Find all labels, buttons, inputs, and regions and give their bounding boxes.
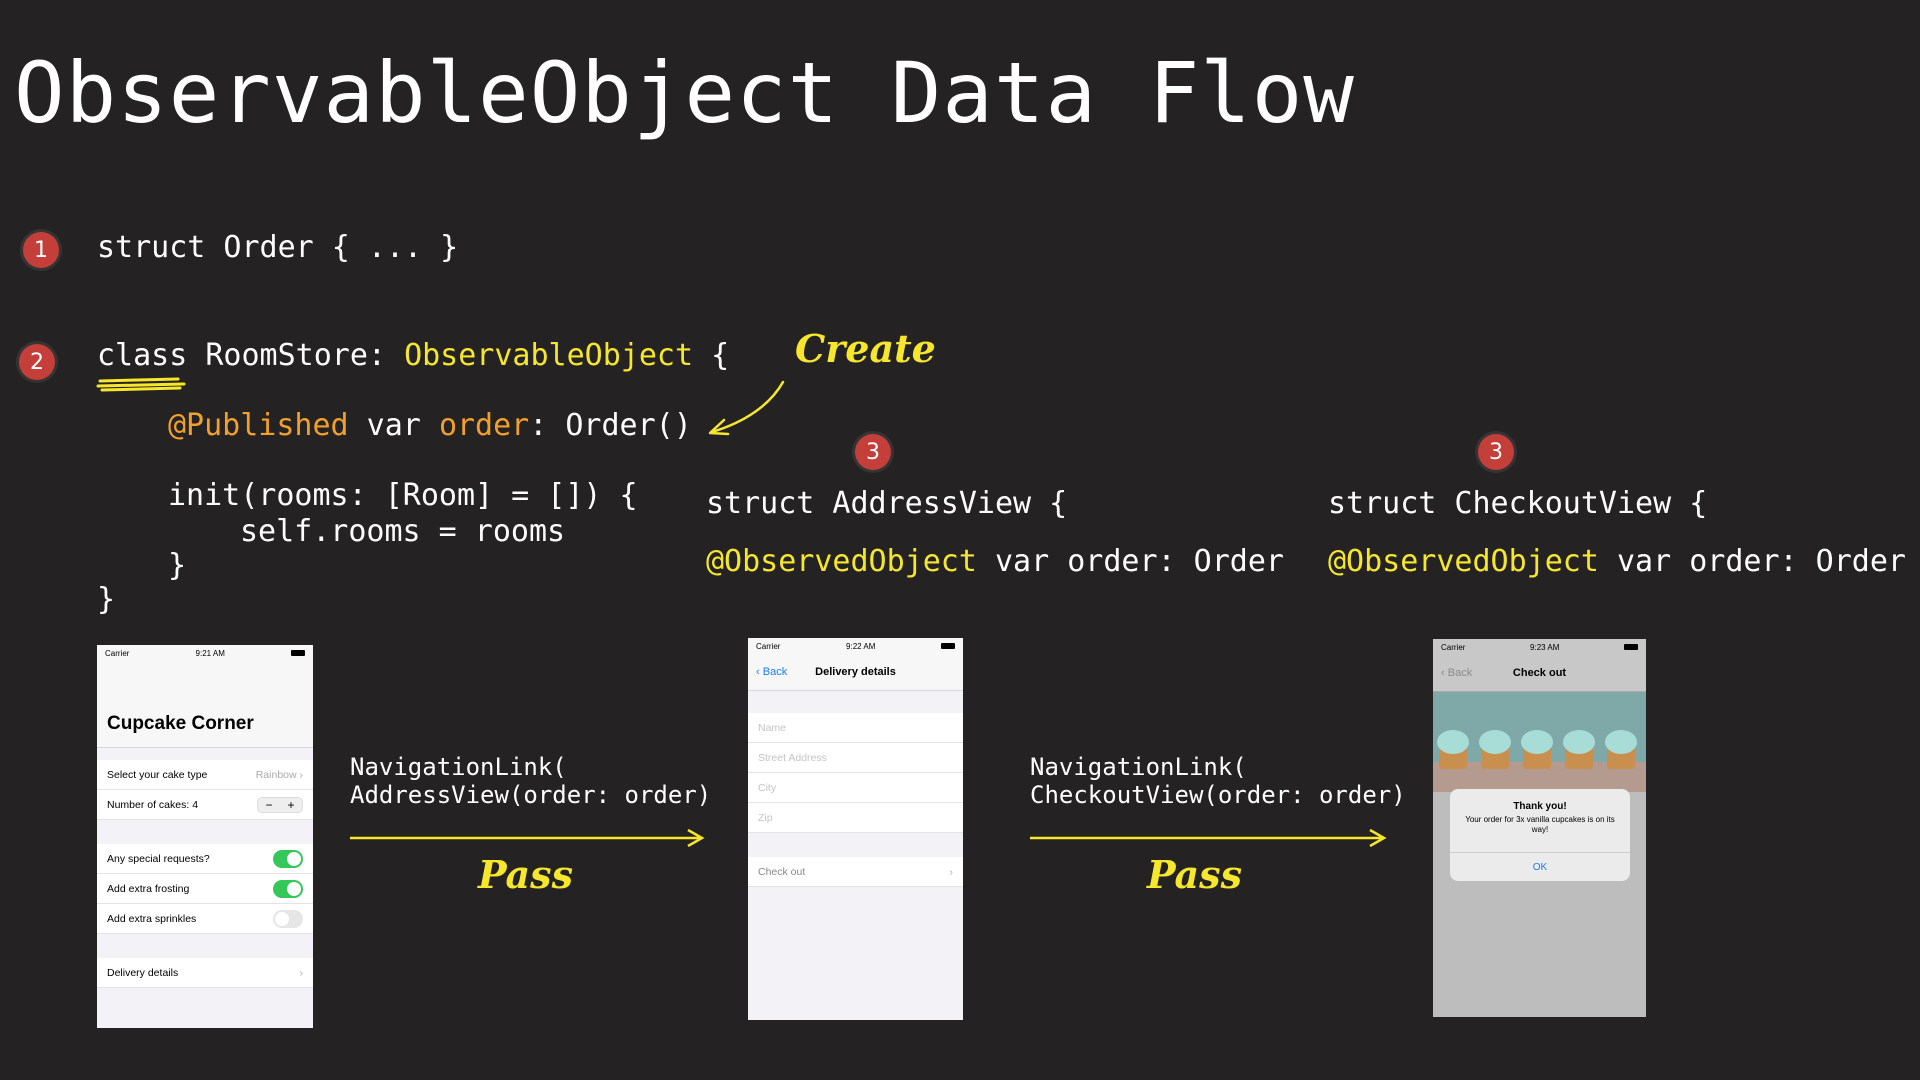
cakes-count-label: Number of cakes: 4 <box>107 798 199 811</box>
cake-type-value: Rainbow › <box>255 768 303 781</box>
large-title: Cupcake Corner <box>97 661 313 748</box>
battery-icon <box>1624 644 1638 650</box>
pass-arrow-2 <box>1030 828 1387 848</box>
navigation-link-address: NavigationLink( AddressView(order: order… <box>350 753 712 809</box>
step-badge-2: 2 <box>19 344 55 380</box>
init-line: init(rooms: [Room] = []) { <box>168 478 638 513</box>
pass-arrow-1 <box>350 828 705 848</box>
cakes-count-row: Number of cakes: 4 −+ <box>97 790 313 820</box>
published-property-name: order <box>438 408 530 443</box>
cakes-stepper[interactable]: −+ <box>257 796 303 813</box>
status-bar: Carrier 9:22 AM <box>748 638 963 654</box>
carrier-label: Carrier <box>1441 642 1466 652</box>
create-annotation: Create <box>795 326 936 371</box>
class-name: RoomStore: <box>187 338 405 373</box>
carrier-label: Carrier <box>756 641 781 651</box>
slide-title: ObservableObject Data Flow <box>14 44 1355 142</box>
alert-ok-button[interactable]: OK <box>1450 852 1630 881</box>
time-label: 9:22 AM <box>846 641 876 651</box>
back-button[interactable]: ‹ Back <box>1441 667 1473 679</box>
special-requests-row: Any special requests? <box>97 844 313 874</box>
pass-annotation-1: Pass <box>478 852 573 897</box>
carrier-label: Carrier <box>105 648 130 658</box>
nav-title: Check out <box>1512 667 1567 679</box>
frosting-row: Add extra frosting <box>97 874 313 904</box>
order-struct-line: struct Order { ... } <box>97 230 459 265</box>
phone-delivery-details: Carrier 9:22 AM ‹ Back Delivery details … <box>748 638 963 1020</box>
sprinkles-row: Add extra sprinkles <box>97 904 313 934</box>
observed-attribute: @ObservedObject <box>1328 544 1599 579</box>
delivery-details-label: Delivery details <box>107 966 179 979</box>
sprinkles-label: Add extra sprinkles <box>107 912 197 925</box>
published-line: @Published var order: Order() <box>168 408 692 444</box>
chevron-right-icon: › <box>949 865 954 878</box>
checkoutview-observed-line: @ObservedObject var order: Order <box>1328 544 1906 580</box>
addressview-struct-line: struct AddressView { <box>706 486 1068 521</box>
observed-var: var order: Order <box>976 544 1284 579</box>
self-assign-line: self.rooms = rooms <box>240 514 566 549</box>
checkout-row[interactable]: Check out › <box>748 857 963 887</box>
alert-dialog: Thank you! Your order for 3x vanilla cup… <box>1450 789 1630 881</box>
nav-title: Delivery details <box>815 666 896 678</box>
checkout-label: Check out <box>758 865 806 878</box>
pass-annotation-2: Pass <box>1147 852 1242 897</box>
cupcakes-image <box>1433 692 1646 792</box>
status-bar: Carrier 9:23 AM <box>1433 639 1646 655</box>
special-requests-toggle[interactable] <box>273 849 303 868</box>
observable-protocol: ObservableObject <box>404 338 694 373</box>
create-arrow <box>708 380 785 436</box>
alert-message: Your order for 3x vanilla cupcakes is on… <box>1465 815 1615 834</box>
class-open-brace: { <box>693 338 730 373</box>
step-badge-3-address: 3 <box>855 434 891 470</box>
chevron-right-icon: › <box>299 966 304 979</box>
back-button[interactable]: ‹ Back <box>756 666 788 678</box>
published-type: : Order() <box>529 408 692 443</box>
zip-field[interactable]: Zip <box>748 803 963 833</box>
plus-icon[interactable]: + <box>287 797 295 812</box>
status-bar: Carrier 9:21 AM <box>97 645 313 661</box>
special-requests-label: Any special requests? <box>107 852 210 865</box>
cake-type-label: Select your cake type <box>107 768 208 781</box>
checkoutview-struct-line: struct CheckoutView { <box>1328 486 1708 521</box>
published-attribute: @Published <box>168 408 349 443</box>
class-keyword: class <box>97 338 188 373</box>
navigation-bar: ‹ Back Check out <box>1433 655 1646 692</box>
cake-type-row[interactable]: Select your cake type Rainbow › <box>97 760 313 790</box>
name-field[interactable]: Name <box>748 713 963 743</box>
step-badge-3-checkout: 3 <box>1478 434 1514 470</box>
phone-check-out: Carrier 9:23 AM ‹ Back Check out Thank y… <box>1433 639 1646 1017</box>
navigation-link-checkout: NavigationLink( CheckoutView(order: orde… <box>1030 753 1406 809</box>
battery-icon <box>291 650 305 656</box>
observed-var: var order: Order <box>1598 544 1906 579</box>
roomstore-class-line: class RoomStore: ObservableObject { <box>97 338 729 374</box>
sprinkles-toggle[interactable] <box>273 909 303 928</box>
addressview-observed-line: @ObservedObject var order: Order <box>706 544 1284 580</box>
class-underline-scribble <box>96 377 186 392</box>
navigation-bar: ‹ Back Delivery details <box>748 654 963 691</box>
class-close-brace: } <box>97 582 116 617</box>
street-field[interactable]: Street Address <box>748 743 963 773</box>
phone-cupcake-corner: Carrier 9:21 AM Cupcake Corner Select yo… <box>97 645 313 1028</box>
delivery-details-row[interactable]: Delivery details › <box>97 958 313 988</box>
minus-icon[interactable]: − <box>265 797 273 812</box>
alert-title: Thank you! <box>1513 801 1567 812</box>
frosting-toggle[interactable] <box>273 879 303 898</box>
battery-icon <box>941 643 955 649</box>
published-var-keyword: var <box>348 408 439 443</box>
city-field[interactable]: City <box>748 773 963 803</box>
observed-attribute: @ObservedObject <box>706 544 977 579</box>
frosting-label: Add extra frosting <box>107 882 190 895</box>
init-close-brace: } <box>168 548 187 583</box>
step-badge-1: 1 <box>23 232 59 268</box>
time-label: 9:21 AM <box>195 648 225 658</box>
time-label: 9:23 AM <box>1530 642 1560 652</box>
